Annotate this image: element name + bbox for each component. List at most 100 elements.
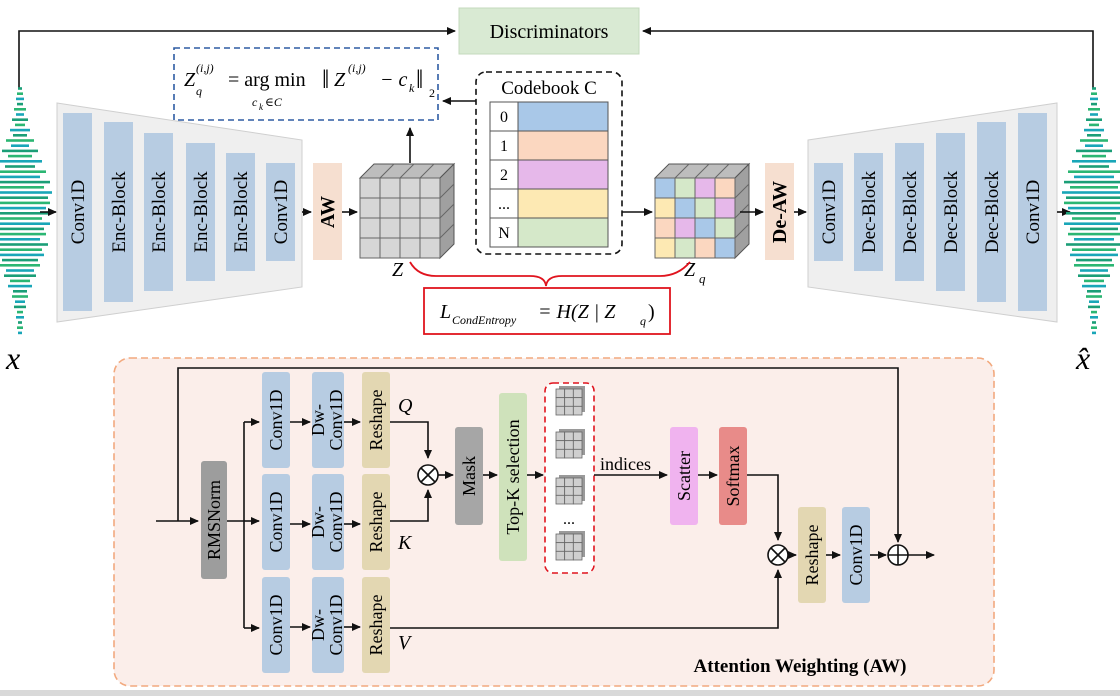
svg-text:): )	[648, 301, 655, 323]
encoder-block-0	[63, 113, 92, 311]
bottom-edge	[0, 690, 1120, 696]
rmsnorm-label: RMSNorm	[204, 480, 224, 560]
encoder-block-label-4: Enc-Block	[231, 171, 252, 253]
q-dwconv-label-1: Dw-	[308, 404, 328, 436]
svg-text:‖: ‖	[322, 65, 329, 94]
topk-block	[499, 393, 527, 561]
decoder-block-label-2: Dec-Block	[900, 170, 921, 253]
q-line	[390, 421, 432, 459]
input-label: x	[5, 340, 20, 376]
codebook-index-4: N	[498, 225, 510, 242]
mask-block	[455, 427, 483, 525]
v-conv1d-label: Conv1D	[266, 594, 286, 655]
selected-token-icons	[555, 386, 585, 561]
k-dwconv-block	[312, 474, 344, 570]
decoder-block-4	[977, 122, 1006, 302]
scatter-label: Scatter	[674, 451, 694, 501]
encoder-block-label-2: Enc-Block	[149, 171, 170, 253]
codebook-index-0: 0	[500, 109, 508, 126]
decoder-block-label-1: Dec-Block	[859, 170, 880, 253]
decoder-blocks: Conv1D Dec-Block Dec-Block Dec-Block Dec-Blo…	[814, 113, 1047, 311]
aw-module-title: Attention Weighting (AW)	[694, 656, 907, 677]
codebook-title: Codebook C	[501, 78, 597, 99]
svg-text:(i,j): (i,j)	[348, 61, 366, 75]
loss-bracket	[409, 261, 691, 287]
svg-text:Z: Z	[334, 69, 346, 91]
encoder-block-label-5: Conv1D	[271, 180, 292, 244]
svg-text:− c: − c	[380, 69, 407, 91]
indices-label: indices	[600, 454, 651, 474]
codebook-index-1: 1	[500, 138, 508, 155]
z-tensor-cube	[358, 162, 456, 260]
equation-box	[173, 47, 439, 121]
decoder-block-3	[936, 133, 965, 291]
v-line	[390, 569, 782, 629]
deaw-block	[765, 163, 794, 260]
decoder-block-label-0: Conv1D	[819, 180, 840, 244]
input-waveform-icon	[0, 87, 52, 335]
q-reshape-block	[362, 372, 390, 468]
scatter-block	[670, 427, 698, 525]
k-line	[390, 489, 432, 522]
decoder-block-label-4: Dec-Block	[982, 170, 1003, 253]
conv1d-out-block	[842, 507, 870, 603]
q-conv1d-block	[262, 372, 290, 468]
encoder-block-4	[226, 153, 255, 271]
v-dwconv-label-1: Dw-	[308, 609, 328, 641]
codebook-index-cell-3	[489, 188, 519, 219]
k-conv1d-label: Conv1D	[266, 491, 286, 552]
mask-label: Mask	[459, 456, 479, 496]
q-dwconv-block	[312, 372, 344, 468]
q-reshape-label: Reshape	[366, 390, 386, 451]
codebook-index-2: 2	[500, 167, 508, 184]
encoder-block-label-3: Enc-Block	[191, 171, 212, 253]
encoder-block-label-0: Conv1D	[68, 180, 89, 244]
q-conv1d-label: Conv1D	[266, 389, 286, 450]
svg-text:∈C: ∈C	[265, 95, 283, 109]
codebook-index-cell-1	[489, 130, 519, 161]
encoder-block-2	[144, 133, 173, 291]
v-reshape-block	[362, 577, 390, 673]
q-dwconv-label-2: Conv1D	[326, 389, 346, 450]
svg-text:(i,j): (i,j)	[196, 61, 214, 75]
arrow-softmax-to-multiply	[747, 474, 782, 541]
reshape-out-label: Reshape	[802, 525, 822, 586]
svg-text:2: 2	[429, 86, 435, 100]
k-reshape-label: Reshape	[366, 492, 386, 553]
k-conv1d-block	[262, 474, 290, 570]
decoder-block-1	[854, 153, 883, 271]
k-dwconv-label-2: Conv1D	[326, 491, 346, 552]
decoder-block-5	[1018, 113, 1047, 311]
v-conv1d-block	[262, 577, 290, 673]
quantization-equation: Z q (i,j) = arg min c k ∈C ‖ Z (i,j) − c…	[184, 61, 435, 112]
svg-text:q: q	[640, 314, 646, 328]
codebook-vector-2	[517, 159, 609, 190]
v-dwconv-label-2: Conv1D	[326, 594, 346, 655]
k-dwconv-label-1: Dw-	[308, 506, 328, 538]
codebook-index-3: ...	[498, 196, 510, 213]
svg-text:q: q	[196, 84, 202, 98]
svg-text:CondEntropy: CondEntropy	[452, 313, 517, 327]
codebook-rows: 0 1 2... N	[489, 101, 609, 248]
v-dwconv-block	[312, 577, 344, 673]
codebook-vector-1	[517, 130, 609, 161]
decoder-block-label-3: Dec-Block	[941, 170, 962, 253]
svg-text:L: L	[439, 301, 451, 323]
arrow-xhat-to-discriminators	[642, 27, 1094, 88]
softmax-block	[719, 427, 747, 525]
svg-text:k: k	[259, 102, 264, 112]
q-label: Q	[398, 395, 413, 417]
codebook-vector-4	[517, 217, 609, 248]
conv1d-out-label: Conv1D	[846, 524, 866, 585]
deaw-block-label: De-AW	[769, 181, 791, 243]
encoder-block-1	[104, 122, 133, 302]
svg-text:‖: ‖	[416, 65, 423, 94]
codebook-vector-0	[517, 101, 609, 132]
output-waveform-icon	[1062, 87, 1120, 335]
discriminators-label: Discriminators	[490, 21, 609, 43]
discriminators-box	[458, 7, 640, 55]
residual-path	[177, 367, 902, 543]
